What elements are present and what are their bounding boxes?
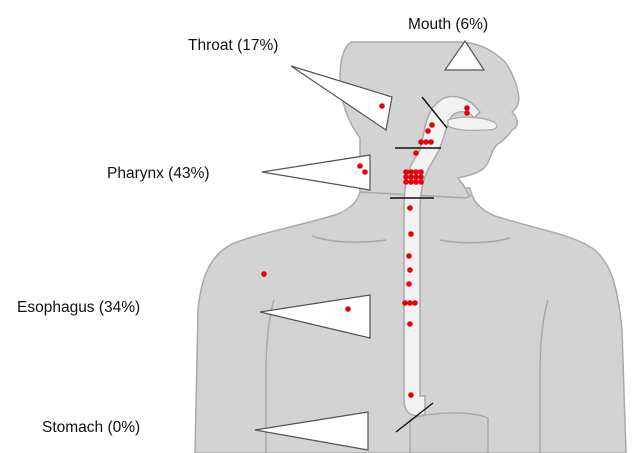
marker bbox=[403, 174, 409, 180]
marker bbox=[418, 169, 424, 175]
label-throat: Throat (17%) bbox=[188, 37, 278, 54]
marker bbox=[403, 169, 409, 175]
marker bbox=[429, 122, 435, 128]
marker bbox=[428, 139, 434, 145]
marker bbox=[357, 163, 363, 169]
marker bbox=[261, 271, 267, 277]
marker bbox=[403, 179, 409, 185]
pharynx-pointer bbox=[262, 155, 370, 190]
marker bbox=[418, 179, 424, 185]
marker bbox=[406, 253, 412, 259]
marker bbox=[408, 169, 414, 175]
marker bbox=[408, 392, 414, 398]
marker bbox=[413, 179, 419, 185]
marker bbox=[362, 169, 368, 175]
marker bbox=[464, 105, 470, 111]
marker bbox=[418, 174, 424, 180]
marker bbox=[379, 103, 385, 109]
marker bbox=[413, 169, 419, 175]
marker bbox=[425, 128, 431, 134]
stomach-shape bbox=[410, 413, 488, 453]
marker bbox=[406, 281, 412, 287]
marker bbox=[408, 231, 414, 237]
label-stomach: Stomach (0%) bbox=[42, 419, 140, 436]
marker bbox=[408, 179, 414, 185]
marker bbox=[418, 139, 424, 145]
marker bbox=[408, 174, 414, 180]
marker bbox=[413, 174, 419, 180]
marker bbox=[407, 300, 413, 306]
marker bbox=[412, 300, 418, 306]
label-esophagus: Esophagus (34%) bbox=[17, 299, 140, 316]
label-pharynx: Pharynx (43%) bbox=[107, 165, 210, 182]
marker bbox=[413, 150, 419, 156]
marker bbox=[407, 267, 413, 273]
marker bbox=[402, 300, 408, 306]
marker bbox=[345, 306, 351, 312]
marker bbox=[423, 139, 429, 145]
marker bbox=[407, 205, 413, 211]
label-mouth: Mouth (6%) bbox=[408, 16, 488, 33]
marker bbox=[464, 110, 470, 116]
marker bbox=[407, 321, 413, 327]
